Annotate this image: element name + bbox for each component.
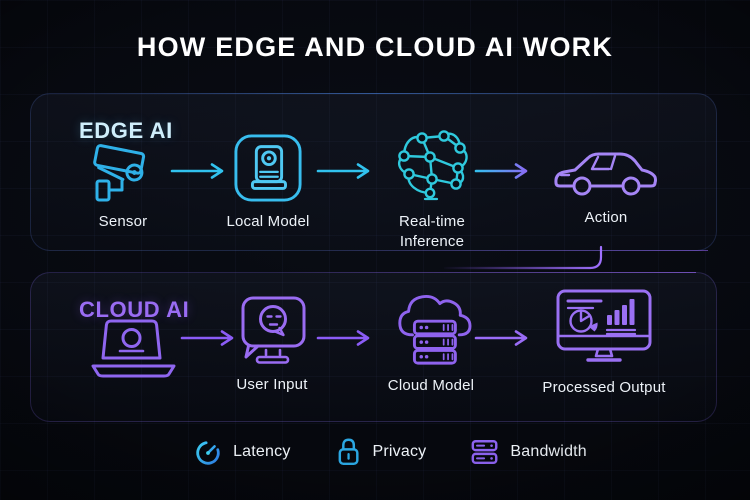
server-stack-icon [470, 438, 500, 466]
step-label: Real-time Inference [399, 213, 465, 250]
step-label: Processed Output [542, 379, 666, 396]
legend-label: Latency [233, 443, 291, 460]
step-label: Action [584, 209, 628, 226]
legend-item-bandwidth: Bandwidth [470, 438, 587, 466]
laptop-icon [86, 317, 182, 379]
cloud-step-processed-output: Processed Output [524, 287, 684, 398]
legend: Latency Privacy [30, 436, 750, 468]
edge-step-sensor: Sensor [63, 139, 183, 232]
arrow-right-icon [474, 330, 528, 346]
arrow-right-icon [180, 330, 234, 346]
padlock-icon [335, 436, 363, 468]
dashboard-monitor-icon [554, 287, 654, 369]
legend-label: Privacy [372, 443, 427, 460]
cloud-ai-panel: CLOUD AI [30, 272, 717, 422]
arrow-right-icon [316, 330, 370, 346]
legend-label: Bandwidth [510, 443, 587, 460]
legend-item-latency: Latency [193, 437, 290, 467]
legend-item-privacy: Privacy [335, 436, 427, 468]
page-title: HOW EDGE AND CLOUD AI WORK [136, 32, 614, 62]
arrow-right-icon [316, 163, 370, 179]
arrow-right-icon [474, 163, 528, 179]
neural-network-icon [392, 127, 472, 203]
arrow-right-icon [170, 163, 224, 179]
edge-ai-heading: EDGE AI [79, 118, 173, 143]
edge-ai-panel: EDGE AI [30, 93, 717, 251]
step-label: User Input [236, 376, 308, 393]
edge-step-inference: Real-time Inference [376, 127, 488, 252]
edge-step-action: Action [544, 143, 668, 228]
step-label: Sensor [98, 213, 148, 230]
cloud-step-user-input: User Input [212, 294, 332, 395]
local-model-icon [233, 133, 303, 203]
cloud-device [86, 317, 182, 379]
gauge-icon [193, 437, 223, 467]
cctv-camera-icon [86, 139, 160, 203]
step-label: Cloud Model [387, 377, 475, 394]
cloud-step-cloud-model: Cloud Model [371, 289, 491, 396]
car-icon [551, 143, 661, 199]
chat-bubble-icon [232, 294, 312, 366]
edge-step-local-model: Local Model [208, 133, 328, 232]
cloud-ai-heading: CLOUD AI [79, 297, 190, 322]
step-label: Local Model [226, 213, 310, 230]
cloud-server-icon [389, 289, 473, 367]
